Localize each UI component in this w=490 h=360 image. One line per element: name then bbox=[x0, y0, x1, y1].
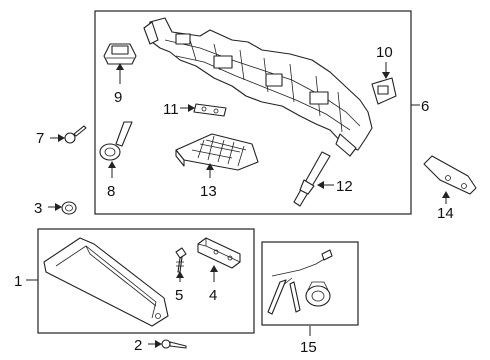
clip-9 bbox=[103, 43, 137, 65]
callout-9: 9 bbox=[114, 89, 122, 106]
callout-14: 14 bbox=[437, 205, 454, 222]
glove-box-liner-13 bbox=[175, 133, 259, 171]
connector-10 bbox=[371, 77, 397, 105]
screw-5 bbox=[175, 247, 187, 273]
callout-15: 15 bbox=[300, 339, 317, 356]
lamp-assembly-15 bbox=[267, 249, 333, 315]
callout-3: 3 bbox=[34, 200, 42, 217]
callout-2: 2 bbox=[134, 337, 142, 354]
group-box-glove-box bbox=[37, 228, 255, 334]
callout-6: 6 bbox=[421, 98, 429, 115]
screw-7 bbox=[64, 125, 87, 144]
callout-1: 1 bbox=[14, 273, 22, 290]
group-box-main bbox=[94, 10, 412, 215]
screw-2 bbox=[161, 339, 187, 349]
callout-10: 10 bbox=[376, 44, 393, 61]
callout-11: 11 bbox=[163, 101, 179, 118]
instrument-panel-bracket bbox=[143, 17, 373, 157]
glove-box-1 bbox=[43, 237, 169, 327]
callout-12: 12 bbox=[336, 178, 353, 195]
bracket-14 bbox=[423, 155, 477, 195]
bumper-4 bbox=[197, 237, 241, 269]
callout-7: 7 bbox=[36, 130, 44, 147]
callout-13: 13 bbox=[200, 183, 217, 200]
bracket-11 bbox=[193, 103, 227, 117]
clip-3 bbox=[61, 201, 77, 215]
group-box-lamp bbox=[261, 241, 359, 326]
damper-8 bbox=[99, 121, 133, 161]
callout-5: 5 bbox=[175, 287, 183, 304]
callout-4: 4 bbox=[209, 287, 217, 304]
strap-12 bbox=[293, 151, 331, 207]
callout-8: 8 bbox=[107, 183, 115, 200]
